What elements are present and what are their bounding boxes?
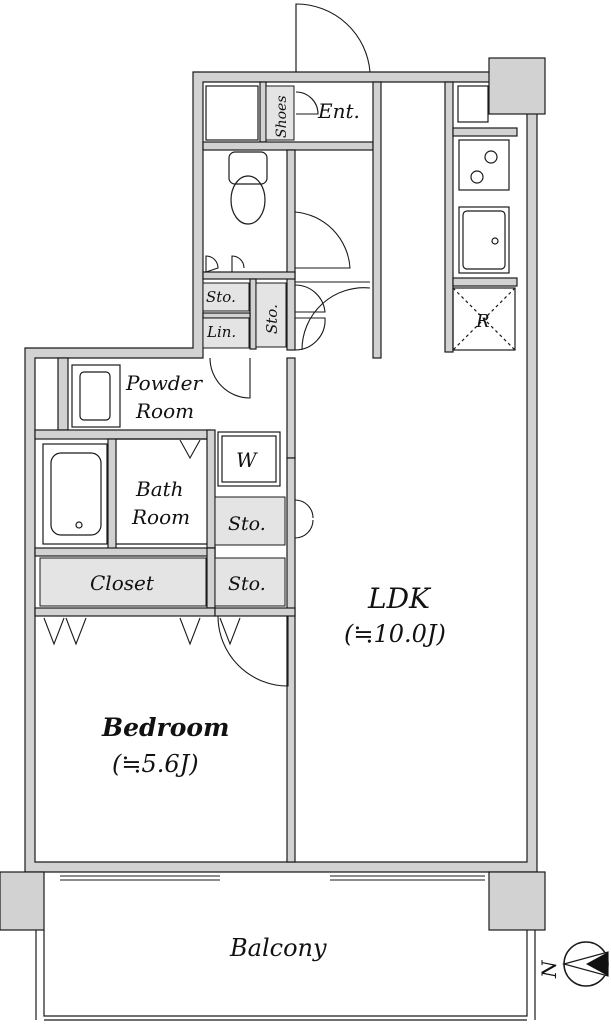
wall-closet-bottom	[34, 607, 216, 617]
bath-room-label-line2: Room	[131, 505, 190, 529]
entrance-label: Ent.	[317, 99, 360, 123]
linen-label: Lin.	[206, 323, 236, 341]
storage-label-3: Sto.	[228, 513, 266, 535]
wall-toilet-right	[286, 149, 296, 351]
sto-doors	[294, 284, 326, 351]
storage-label-2: Sto.	[263, 304, 281, 334]
balcony-label: Balcony	[229, 934, 327, 962]
powder-room-label-line2: Room	[135, 399, 194, 423]
closet-label: Closet	[90, 571, 155, 595]
wall-kitchen-mid	[452, 277, 518, 287]
bathtub-outer	[42, 443, 108, 545]
sto-panel-2	[255, 282, 287, 348]
washbasin-bowl	[79, 371, 111, 421]
sto-panel-1	[202, 282, 250, 312]
toilet-tank	[228, 151, 268, 185]
bath-room-label-line1: Bath	[135, 477, 184, 501]
wall-sto-mid	[249, 278, 257, 350]
toilet-bowl	[230, 175, 266, 225]
wall-lin-top	[202, 312, 251, 319]
wall-entry-right	[372, 81, 382, 359]
shoes-label: Shoes	[274, 95, 290, 138]
wall-washer-left	[206, 429, 216, 549]
wall-kitchen-left	[444, 81, 454, 353]
washbasin	[71, 364, 121, 428]
ldk-label: LDK	[367, 582, 432, 615]
shoes-cabinet	[265, 85, 295, 141]
storage-label-1: Sto.	[206, 288, 236, 306]
closet-panel	[39, 557, 207, 607]
lin-panel	[202, 317, 250, 349]
wall-powder-bottom	[34, 429, 211, 440]
fixtures	[42, 85, 516, 545]
entry-door	[295, 3, 371, 73]
storage-panels	[39, 85, 295, 607]
powder-room-label-line1: Powder	[125, 371, 203, 395]
storage-label-4: Sto.	[228, 573, 266, 595]
balcony	[35, 930, 536, 1021]
wall-sto-between	[206, 547, 216, 609]
refrigerator-label: R	[475, 311, 490, 332]
hall-cupboard	[205, 85, 259, 141]
bathtub-drain	[75, 521, 83, 529]
interior-walls	[34, 81, 518, 863]
powder-door	[209, 357, 251, 399]
column-bottom-left	[0, 871, 45, 931]
room-labels: Ent. Shoes Sto. Sto. Lin. Powder Room W …	[90, 95, 490, 962]
sto-panel-3	[214, 496, 286, 546]
wall-toilet-bottom	[202, 271, 296, 280]
wall-ldk-divider	[286, 457, 296, 863]
column-top-right	[488, 57, 546, 115]
wall-bath-mid	[107, 438, 117, 550]
wall-kitchen-shelf	[452, 127, 518, 137]
north-compass: N	[537, 941, 609, 987]
kitchen-corner	[457, 85, 489, 123]
washer-pan	[217, 431, 281, 487]
bedroom-door	[217, 615, 289, 687]
bedroom-label: Bedroom	[101, 713, 230, 742]
bedroom-size-label: (≒5.6J)	[112, 750, 199, 778]
wall-bath-bottom	[34, 547, 216, 557]
outer-walls	[24, 71, 538, 873]
washer-pan-inner	[221, 435, 277, 483]
wall-core-right	[286, 357, 296, 459]
windows	[60, 875, 485, 881]
wall-powder-left	[57, 357, 69, 431]
toilet-door	[294, 211, 351, 269]
column-bottom-right	[488, 871, 546, 931]
sto-panel-4	[214, 557, 286, 607]
columns	[0, 57, 546, 931]
washer-label: W	[236, 448, 258, 472]
bathtub-inner	[50, 452, 102, 536]
north-label: N	[537, 959, 561, 979]
stove	[458, 139, 510, 191]
wall-sto-bottom	[214, 607, 296, 617]
doors	[43, 3, 371, 687]
fridge-space	[452, 287, 516, 351]
ldk-size-label: (≒10.0J)	[344, 620, 446, 648]
kitchen-sink	[458, 206, 510, 274]
wall-shoes-left	[259, 81, 267, 143]
wall-entry-bottom	[202, 141, 374, 151]
